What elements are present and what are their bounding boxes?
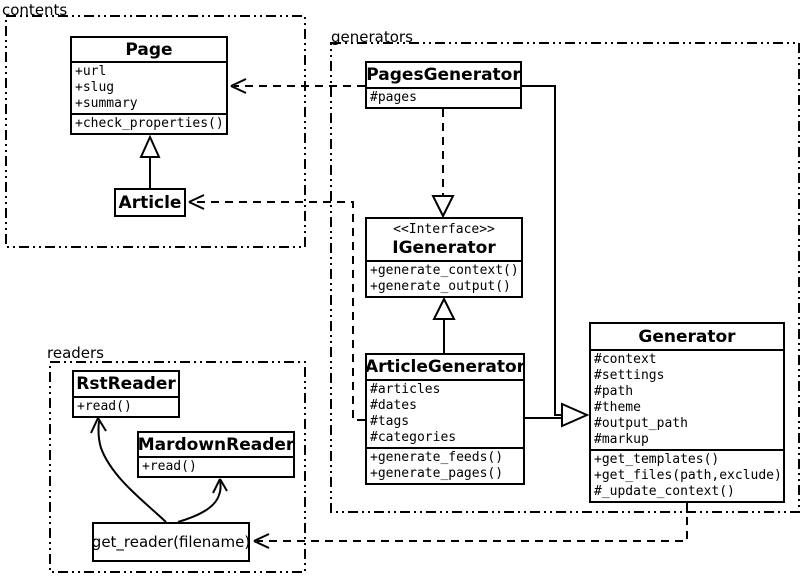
class-generator-methods: +get_templates() +get_files(path,exclude… (591, 449, 783, 501)
class-article-generator-methods: +generate_feeds() +generate_pages() (367, 447, 523, 483)
attribute-row: #theme (594, 400, 641, 415)
class-mardown-reader-methods: +read() (139, 456, 293, 476)
method-row: +get_templates() (594, 452, 720, 467)
class-article: Article (114, 188, 186, 217)
method-row: +generate_pages() (370, 466, 504, 481)
node-get-reader-label: get_reader(filename) (91, 533, 251, 551)
edge-pagesgenerator-depends-page (230, 78, 365, 94)
class-page: Page +url +slug +summary +check_properti… (70, 36, 228, 135)
class-article-title: Article (118, 192, 182, 213)
class-article-generator-title: ArticleGenerator (364, 357, 526, 377)
method-row: +generate_output() (370, 279, 511, 294)
edge-article-inherits-page (139, 134, 161, 188)
edge-articlegenerator-realizes-igenerator (432, 296, 456, 353)
class-page-methods: +check_properties() (72, 113, 226, 133)
method-row: +get_files(path,exclude) (594, 468, 782, 483)
method-row: +read() (142, 459, 197, 474)
class-igenerator-title: IGenerator (392, 238, 496, 258)
attribute-row: #settings (594, 368, 665, 383)
edge-pagesgenerator-realizes-igenerator (431, 109, 455, 219)
class-page-attributes: +url +slug +summary (72, 61, 226, 113)
class-pages-generator-title: PagesGenerator (366, 65, 521, 85)
class-article-generator-attributes: #articles #dates #tags #categories (367, 379, 523, 447)
method-row: +check_properties() (75, 116, 224, 131)
attribute-row: +summary (75, 96, 138, 111)
class-article-generator: ArticleGenerator #articles #dates #tags … (365, 353, 525, 485)
class-pages-generator: PagesGenerator #pages (365, 61, 522, 109)
class-pages-generator-attributes: #pages (367, 87, 520, 107)
class-page-title: Page (125, 39, 173, 60)
edge-articlegenerator-depends-article (188, 194, 365, 421)
attribute-row: #articles (370, 382, 441, 397)
class-igenerator-methods: +generate_context() +generate_output() (367, 260, 521, 296)
class-igenerator: <<Interface>> IGenerator +generate_conte… (365, 217, 523, 298)
attribute-row: #context (594, 352, 657, 367)
class-rst-reader: RstReader +read() (72, 370, 180, 418)
class-rst-reader-methods: +read() (74, 396, 178, 416)
class-mardown-reader-title: MardownReader (137, 434, 295, 455)
edge-getreader-mardownreader (177, 478, 228, 523)
class-generator: Generator #context #settings #path #them… (589, 322, 785, 503)
package-label-generators: generators (331, 28, 413, 46)
attribute-row: +url (75, 64, 107, 79)
class-rst-reader-title: RstReader (76, 374, 176, 394)
method-row: #_update_context() (594, 484, 735, 499)
class-generator-attributes: #context #settings #path #theme #output_… (591, 349, 783, 449)
edge-generator-depends-getreader (253, 503, 688, 549)
package-label-contents: contents (2, 1, 68, 19)
edge-generators-inherit-generator (522, 85, 590, 428)
attribute-row: #path (594, 384, 634, 399)
node-get-reader: get_reader(filename) (92, 522, 250, 562)
attribute-row: #pages (370, 90, 417, 105)
method-row: +generate_feeds() (370, 450, 504, 465)
class-mardown-reader: MardownReader +read() (137, 431, 295, 478)
class-generator-title: Generator (638, 326, 736, 347)
attribute-row: #tags (370, 414, 410, 429)
attribute-row: #markup (594, 432, 649, 447)
method-row: +read() (77, 399, 132, 414)
attribute-row: #categories (370, 430, 457, 445)
package-label-readers: readers (47, 344, 104, 362)
method-row: +generate_context() (370, 263, 519, 278)
attribute-row: #output_path (594, 416, 688, 431)
class-igenerator-stereotype: <<Interface>> (393, 222, 495, 237)
attribute-row: #dates (370, 398, 417, 413)
attribute-row: +slug (75, 80, 115, 95)
